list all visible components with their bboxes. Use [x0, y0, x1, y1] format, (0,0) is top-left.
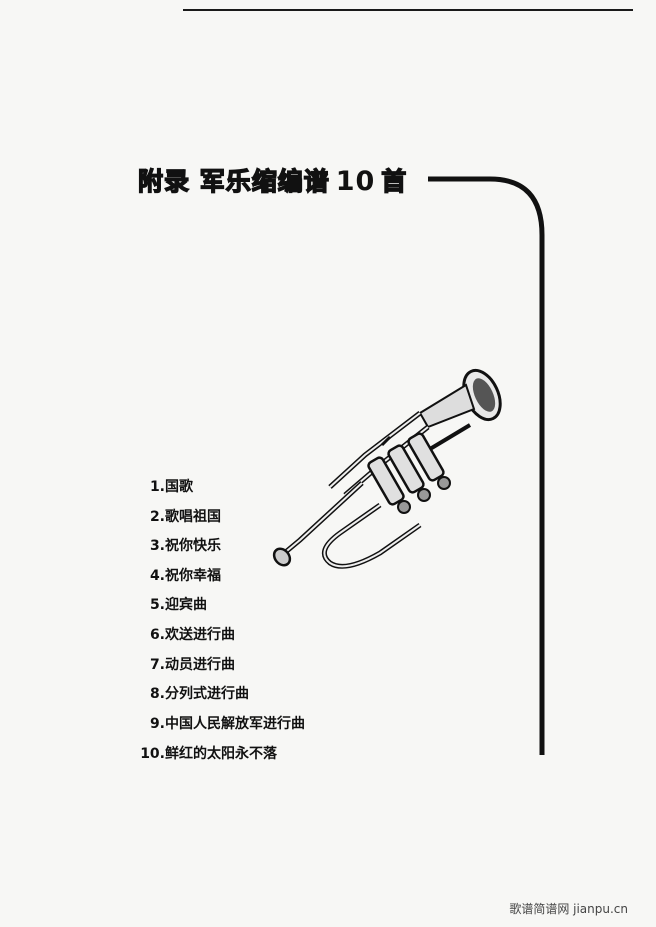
item-title: 分列式进行曲 [165, 686, 249, 702]
item-number: 10. [140, 746, 165, 762]
title-suffix: 首 [381, 166, 408, 196]
item-number: 2. [149, 509, 165, 525]
list-item: 2.歌唱祖国 [0, 506, 221, 526]
list-item: 6.欢送进行曲 [0, 624, 235, 644]
list-item: 5.迎宾曲 [0, 594, 207, 614]
item-number: 6. [149, 627, 165, 643]
item-title: 迎宾曲 [165, 597, 207, 613]
item-number: 7. [149, 657, 165, 673]
item-title: 歌唱祖国 [165, 509, 221, 525]
item-number: 8. [149, 686, 165, 702]
item-title: 动员进行曲 [165, 657, 235, 673]
item-title: 祝你幸福 [165, 568, 221, 584]
list-item: 4.祝你幸福 [0, 565, 221, 585]
item-number: 4. [149, 568, 165, 584]
item-title: 中国人民解放军进行曲 [165, 716, 305, 732]
title-number: 10 [335, 166, 376, 197]
list-item: 8.分列式进行曲 [0, 683, 249, 703]
list-item: 9.中国人民解放军进行曲 [0, 713, 305, 733]
item-number: 9. [149, 716, 165, 732]
list-item: 7.动员进行曲 [0, 654, 235, 674]
item-title: 欢送进行曲 [165, 627, 235, 643]
list-item: 10.鲜红的太阳永不落 [0, 743, 277, 763]
item-number: 3. [149, 538, 165, 554]
list-item: 1.国歌 [0, 476, 193, 496]
item-number: 5. [149, 597, 165, 613]
list-item: 3.祝你快乐 [0, 535, 221, 555]
top-rule [183, 9, 633, 11]
trumpet-icon [272, 368, 502, 569]
title-prefix: 附录 军乐缩编谱 [137, 166, 330, 196]
watermark-text: 歌谱简谱网 jianpu.cn [509, 902, 628, 916]
item-title: 鲜红的太阳永不落 [165, 746, 277, 762]
item-number: 1. [149, 479, 165, 495]
item-title: 祝你快乐 [165, 538, 221, 554]
item-title: 国歌 [165, 479, 193, 495]
